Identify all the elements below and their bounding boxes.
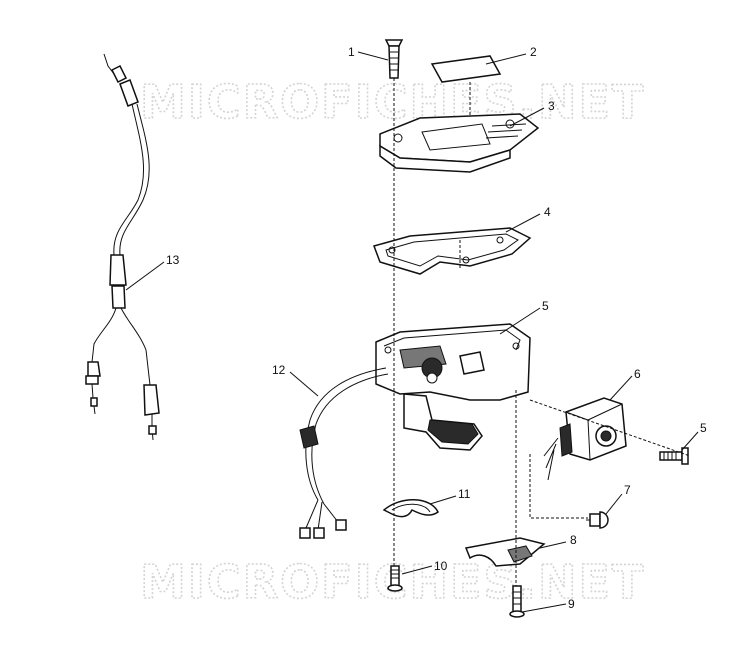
part-5-screw-right (659, 447, 689, 465)
callout-4: 4 (544, 205, 551, 219)
part-6-switch (543, 397, 627, 481)
part-13-throttle-cable (85, 53, 160, 441)
part-1-screw (384, 39, 404, 79)
callout-5a: 5 (542, 299, 549, 313)
part-3-cover (379, 113, 540, 173)
callout-5b: 5 (700, 421, 707, 435)
callout-13: 13 (166, 253, 180, 267)
callout-12: 12 (272, 363, 286, 377)
assembly-lines (393, 78, 691, 586)
callout-6: 6 (634, 367, 641, 381)
callout-11: 11 (458, 487, 471, 501)
part-12-wiring (299, 367, 389, 539)
callout-labels: 1 2 3 4 5 5 6 7 8 9 10 11 12 13 (166, 45, 707, 611)
part-5-housing (375, 323, 531, 451)
callout-8: 8 (570, 533, 577, 547)
callout-1: 1 (348, 45, 355, 59)
callout-3: 3 (548, 99, 555, 113)
part-8-clamp (464, 537, 546, 567)
part-9-screw (509, 585, 525, 618)
part-11-clip (382, 499, 439, 518)
watermark-top: MICROFICHES.NET (140, 75, 645, 129)
part-10-screw (387, 565, 403, 592)
leader-lines (125, 51, 699, 613)
callout-2: 2 (530, 45, 537, 59)
part-4-gasket (373, 227, 532, 275)
part-2-decal (430, 55, 502, 83)
callout-7: 7 (624, 483, 631, 497)
callout-10: 10 (434, 559, 448, 573)
part-7-bulb (586, 511, 609, 529)
callout-9: 9 (568, 597, 575, 611)
